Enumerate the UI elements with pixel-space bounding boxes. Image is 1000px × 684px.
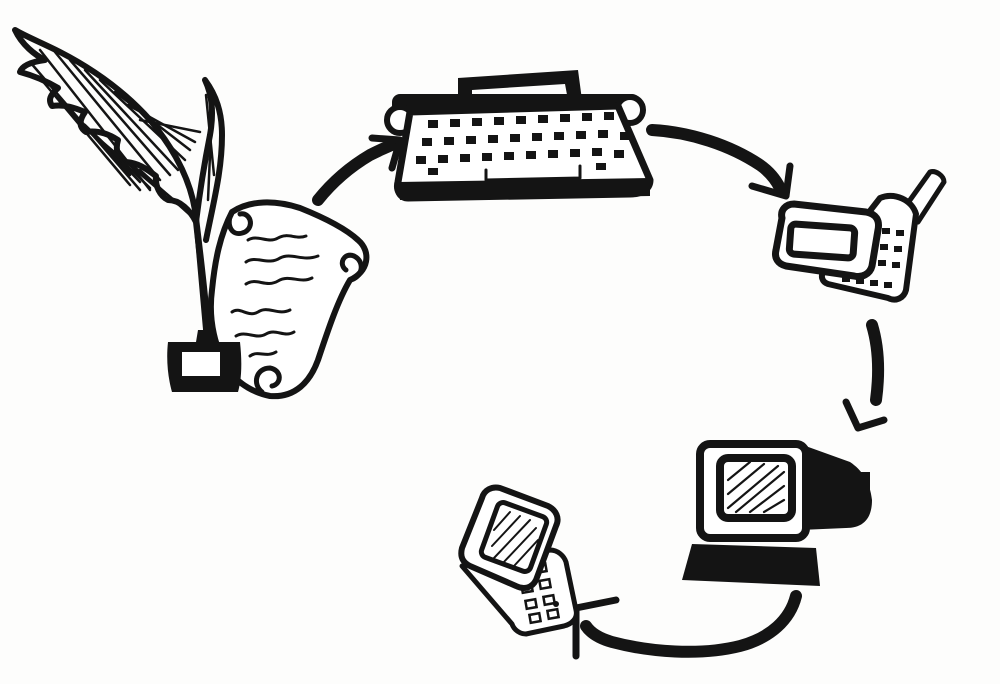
pda-screen-hatching [491,511,539,567]
keyboard [682,544,820,586]
arrow-phone-to-computer [842,319,888,432]
scroll [207,199,370,400]
screen-hatching [726,460,786,514]
mobile-phone-icon [772,169,947,303]
pda-icon [458,484,579,637]
arrow-computer-to-pda [572,590,802,660]
scroll-text-lines [230,234,320,358]
desktop-computer-icon [682,440,872,586]
quill-feather [12,27,225,338]
typewriter-icon [384,70,654,202]
typewriter-keys [416,112,630,175]
monitor-back [800,444,872,530]
typewriter-spacebar [484,164,582,182]
quill-scroll-icon [12,27,370,400]
arrow-typewriter-to-phone [646,124,794,200]
arrow-quill-to-typewriter [312,134,404,206]
